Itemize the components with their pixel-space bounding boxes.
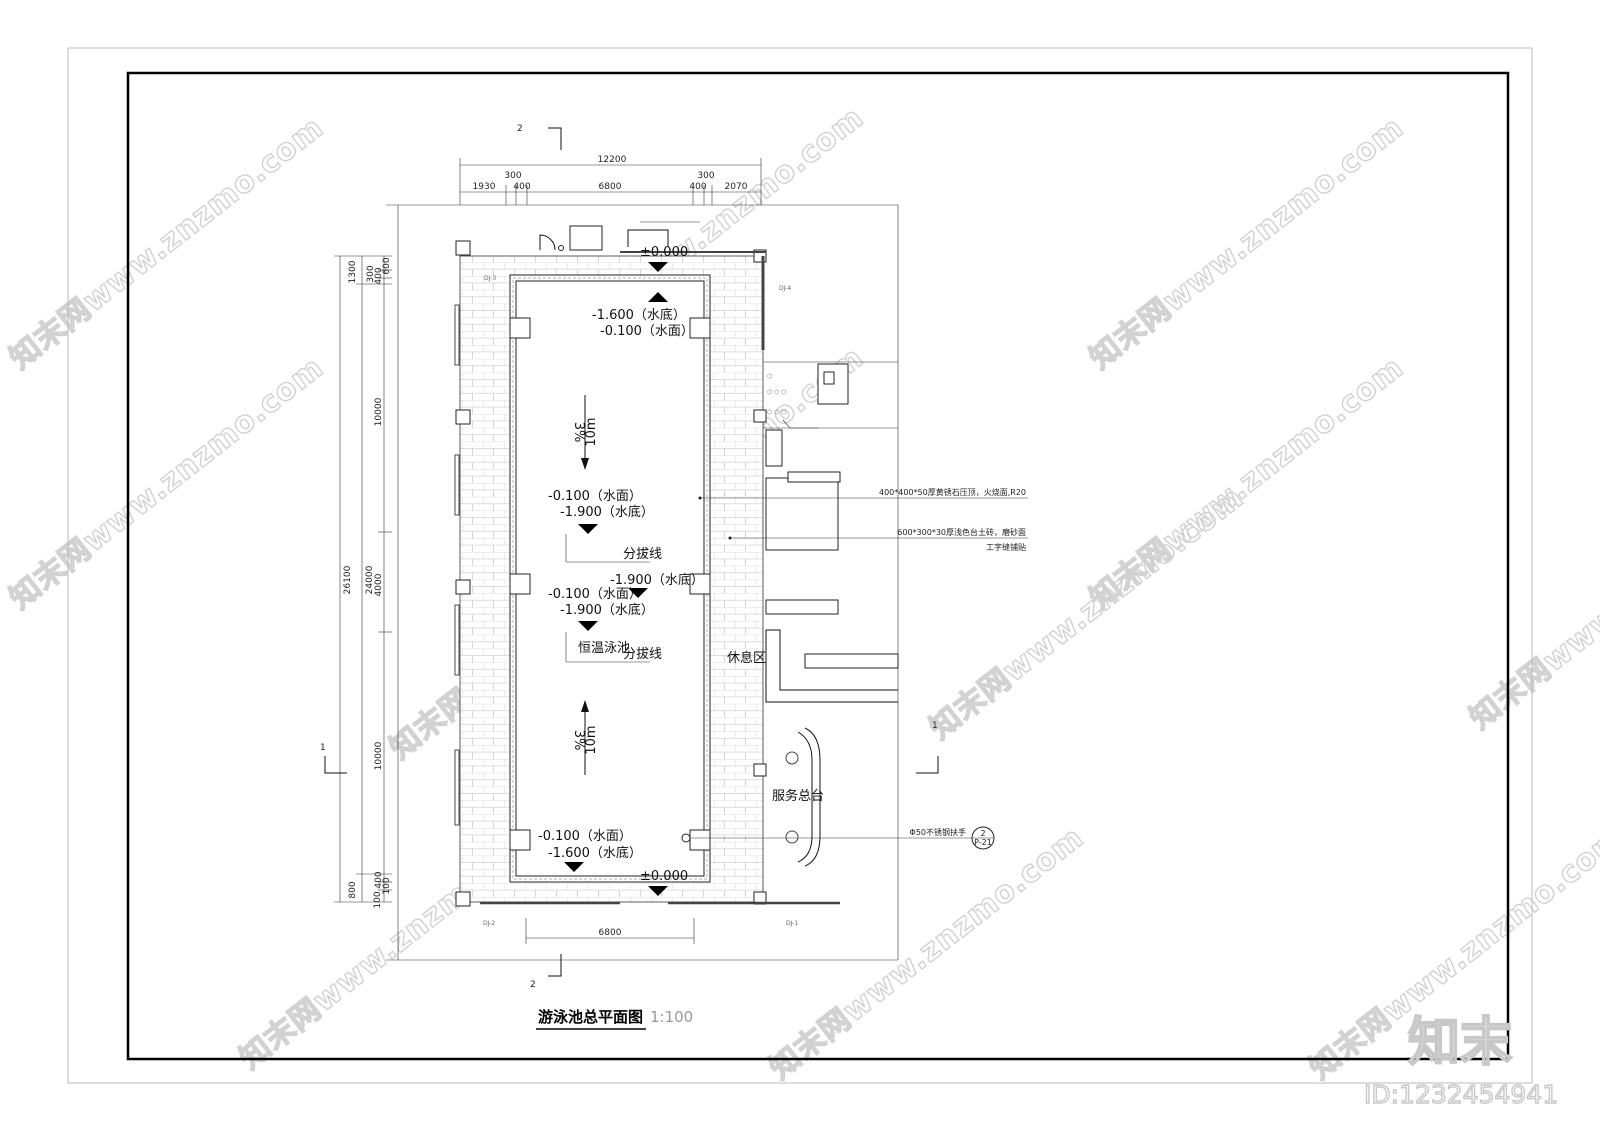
elev-mid2-floor: -1.900（水底）: [560, 602, 654, 618]
grid-marks: DJ-4 DJ-3 DJ-2 DJ-1: [483, 275, 798, 927]
note-paving: 400*400*50厚黄锈石压顶，火烧面,R20: [879, 487, 1026, 497]
pool-name: 恒温泳池: [578, 641, 630, 656]
elev-top-water: -0.100（水面）: [600, 324, 694, 339]
svg-text:⬡ ⬡ ⬡: ⬡ ⬡ ⬡: [767, 409, 787, 416]
gridmark-top-right: DJ-4: [779, 285, 791, 292]
dim-top-1: 1300: [348, 260, 358, 283]
left-dimensions: 26100 24000 10000 4000 10000 1300 300 40…: [334, 255, 392, 909]
elevation-marks: ±0.000 -1.600（水底） -0.100（水面） -0.100（水面） …: [538, 245, 824, 896]
slope-len-bottom: 10m: [584, 725, 599, 754]
dim-seg-2: 400: [513, 182, 530, 192]
leader-notes: 400*400*50厚黄锈石压顶，火烧面,R20 600*300*30厚浅色台土…: [681, 487, 1028, 850]
divide-line-1: 分拔线: [623, 547, 662, 562]
dim-len-seg-3: 10000: [374, 741, 384, 770]
pool-deck: [454, 240, 840, 907]
gridmark-top-left: DJ-3: [484, 275, 496, 282]
dim-bot-2: 100: [373, 891, 383, 908]
section-mark-top: 2: [517, 124, 523, 134]
drawing-title: 游泳池总平面图: [538, 1008, 643, 1026]
bottom-dimension: 6800: [525, 918, 695, 944]
handrail-ref-bot: P-21: [974, 838, 992, 847]
elev-bottom-floor: -1.600（水底）: [548, 845, 642, 861]
slope-len-top: 10m: [584, 417, 599, 446]
outer-frame: [67, 47, 1533, 1084]
handrail-ref-top: 2: [980, 829, 985, 838]
elev-mid-right-floor: -1.900（水底）: [610, 572, 704, 588]
elev-mid2-water: -0.100（水面）: [548, 587, 642, 602]
dim-seg-1: 1930: [473, 182, 496, 192]
rest-area-label: 休息区: [727, 650, 766, 666]
section-mark-right: 1: [932, 721, 938, 731]
dim-top-b: 300: [697, 171, 714, 181]
pool-outline: [509, 274, 711, 883]
drawing-scale: 1:100: [650, 1008, 693, 1026]
dim-seg-3: 6800: [599, 182, 622, 192]
watermark-text: 知末网www.znzmo.com: [1083, 110, 1410, 376]
watermark-text: 知末网www.znzmo.com: [923, 480, 1250, 746]
dim-seg-5: 2070: [725, 182, 748, 192]
svg-text:⬡ ⬡ ⬡: ⬡ ⬡ ⬡: [767, 389, 787, 396]
dim-inner-length: 24000: [365, 565, 375, 594]
elev-top-floor: -1.600（水底）: [592, 307, 686, 323]
top-dimensions: 12200 300 300 1930 400 6800 400 2070: [386, 155, 899, 961]
dim-overall-length: 26100: [343, 565, 353, 594]
section-mark-left: 1: [320, 743, 326, 753]
dim-seg-4: 400: [689, 182, 706, 192]
dim-top-a: 300: [504, 171, 521, 181]
dim-bottom-width: 6800: [599, 928, 622, 938]
gridmark-bottom-right: DJ-1: [786, 920, 798, 927]
slope-pct-top: 3%: [571, 422, 586, 443]
dim-top-2: 300: [366, 265, 376, 282]
dim-top-3: 400: [374, 267, 384, 284]
slope-indicators: 3% 10m 3% 10m: [571, 395, 599, 775]
dim-bot-1: 800: [348, 881, 358, 898]
title-block-frame: [126, 71, 1510, 1061]
elev-bottom-edge: ±0.000: [640, 869, 688, 884]
asset-id: ID:1232454941: [1364, 1080, 1558, 1109]
svg-text:⬡: ⬡: [767, 373, 772, 380]
dim-len-seg-2: 4000: [374, 573, 384, 596]
section-marks: 2 2 1 1: [320, 124, 939, 990]
dim-len-seg-1: 10000: [374, 397, 384, 426]
slope-pct-bottom: 3%: [571, 730, 586, 751]
elev-mid-floor: -1.900（水底）: [560, 504, 654, 520]
dim-overall-width: 12200: [598, 155, 627, 165]
dim-top-4: 600: [382, 257, 392, 274]
note-handrail: Φ50不锈钢扶手: [910, 827, 966, 837]
brand-logo: 知末: [1408, 1013, 1512, 1073]
entry-door: [539, 221, 700, 251]
elev-top-edge: ±0.000: [640, 245, 688, 260]
note-tile-sub: 工字缝铺贴: [986, 542, 1026, 552]
drawing-title-block: 游泳池总平面图 1:100: [536, 1008, 693, 1030]
divide-line-2: 分拔线: [623, 647, 662, 662]
elev-bottom-water: -0.100（水面）: [538, 829, 632, 844]
section-mark-bottom: 2: [530, 980, 536, 990]
watermark-text: 知末网www.znzmo.com: [3, 110, 330, 376]
gridmark-bottom-left: DJ-2: [483, 920, 495, 927]
note-tile: 600*300*30厚浅色台土砖，磨砂面: [897, 527, 1026, 537]
watermark-text: 知末网www.znzmo.com: [3, 350, 330, 616]
elev-mid-water: -0.100（水面）: [548, 489, 642, 504]
dim-bot-3: 400: [374, 871, 384, 888]
watermark-text: 知末网www.znzmo.com: [763, 820, 1090, 1086]
dim-bot-4: 100: [382, 877, 392, 894]
service-desk-label: 服务总台: [772, 788, 824, 804]
